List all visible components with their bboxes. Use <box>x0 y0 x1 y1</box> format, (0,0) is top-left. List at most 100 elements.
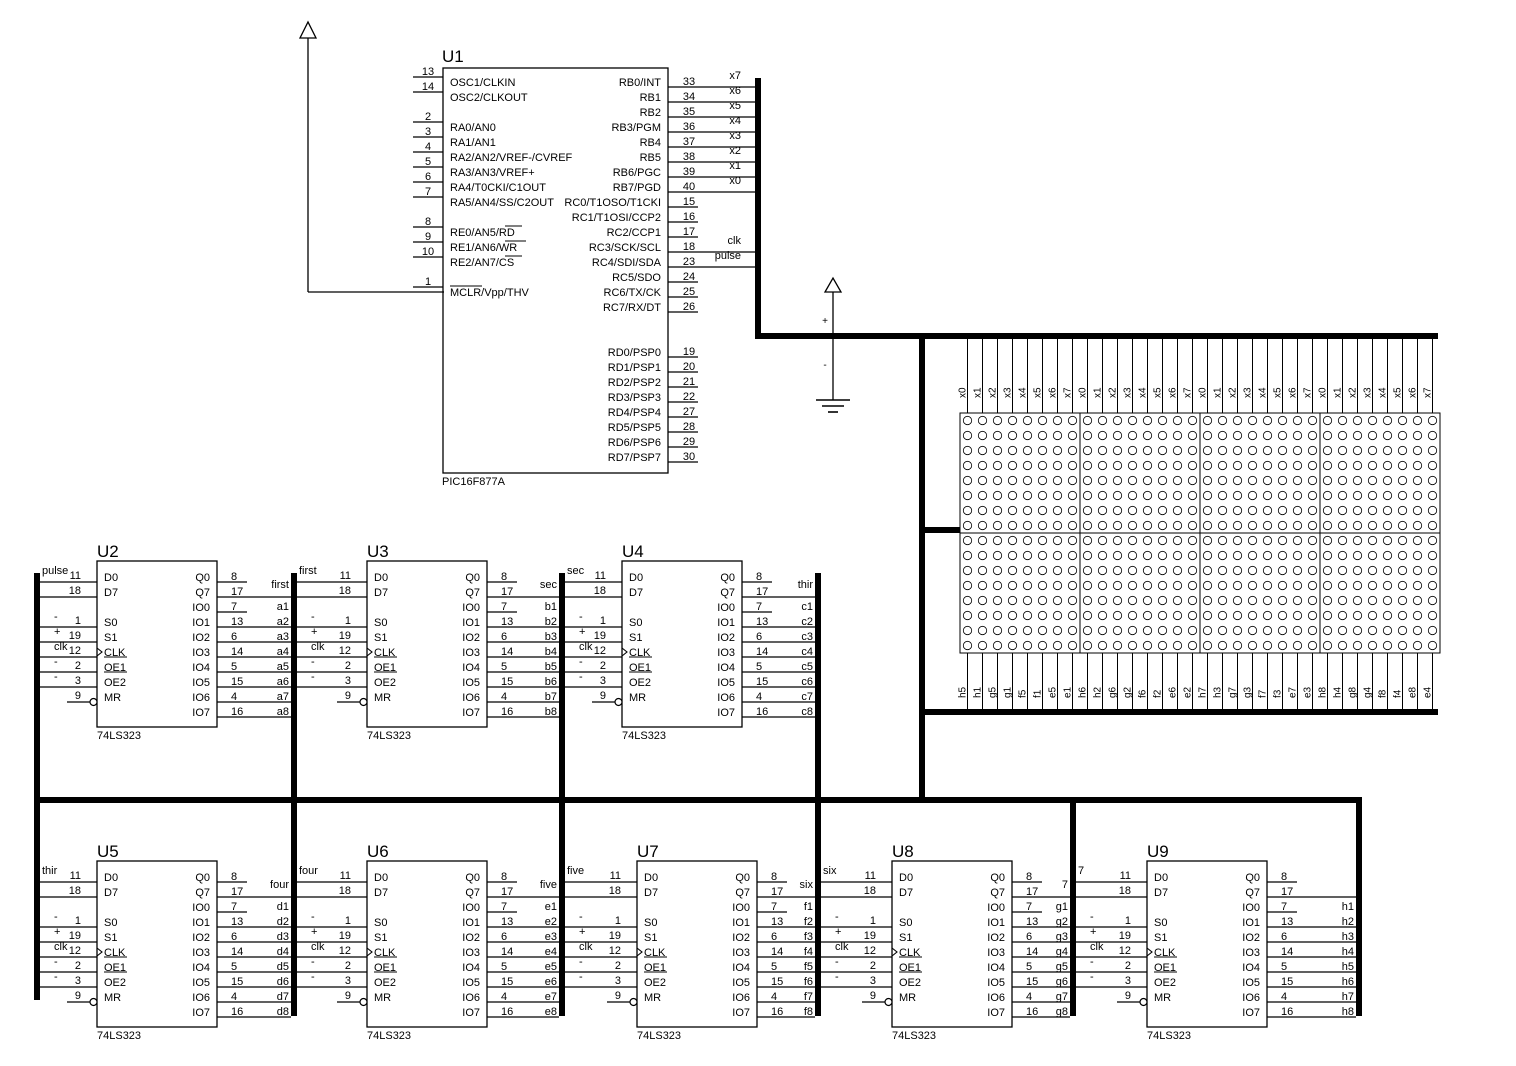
latch-pin-name: IO3 <box>717 647 735 659</box>
led-dot <box>1307 460 1318 471</box>
led-dot <box>1067 610 1078 621</box>
latch-clk-net: clk <box>835 941 849 953</box>
led-dot <box>1202 460 1213 471</box>
u1-net-label: x6 <box>729 85 741 97</box>
latch-pin-number: 7 <box>501 601 507 613</box>
latch-pin-name: IO6 <box>717 692 735 704</box>
led-dot <box>1322 595 1333 606</box>
led-dot <box>1292 460 1303 471</box>
matrix-column-label: x7 <box>1423 387 1434 398</box>
matrix-column-label: x6 <box>1288 387 1299 398</box>
led-dot <box>1367 430 1378 441</box>
matrix-row-label: g6 <box>1108 686 1119 698</box>
led-dot <box>1322 610 1333 621</box>
latch-io-net: a2 <box>277 616 289 628</box>
latch-pin-number: 19 <box>609 930 621 942</box>
latch-pin-name: IO3 <box>192 647 210 659</box>
led-dot <box>1277 595 1288 606</box>
led-dot <box>1007 475 1018 486</box>
latch-pin-number: 9 <box>870 990 876 1002</box>
u1-pin-number: 18 <box>683 241 695 253</box>
led-dot <box>1367 625 1378 636</box>
led-dot <box>1142 520 1153 531</box>
led-dot <box>1082 415 1093 426</box>
matrix-column-label: x3 <box>1123 387 1134 398</box>
led-dot <box>1412 580 1423 591</box>
latch-level: + <box>835 926 841 938</box>
led-dot <box>1427 445 1438 456</box>
led-dot <box>1082 550 1093 561</box>
led-dot <box>1157 595 1168 606</box>
u1-pin-name: RD4/PSP4 <box>608 407 661 419</box>
led-dot <box>1187 490 1198 501</box>
matrix-row-label: h1 <box>973 686 984 698</box>
led-dot <box>1337 640 1348 651</box>
latch-pin-number: 12 <box>1119 945 1131 957</box>
u1-pin-name: RA0/AN0 <box>450 122 496 134</box>
latch-pin-number: 18 <box>864 885 876 897</box>
latch-pin-name: D0 <box>374 572 388 584</box>
u1-pin-number: 23 <box>683 256 695 268</box>
latch-input-net: pulse <box>42 565 68 577</box>
u1-pin-name: RD5/PSP5 <box>608 422 661 434</box>
led-dot <box>1247 460 1258 471</box>
led-dot <box>1382 415 1393 426</box>
led-dot <box>1217 550 1228 561</box>
latch-pin-number: 4 <box>501 691 507 703</box>
latch-ref: U5 <box>97 842 119 861</box>
latch-pin-name: IO0 <box>462 602 480 614</box>
led-dot <box>1112 475 1123 486</box>
led-dot <box>1247 520 1258 531</box>
latch-pin-number: 5 <box>501 661 507 673</box>
led-dot <box>1187 430 1198 441</box>
u1-part: PIC16F877A <box>442 476 506 488</box>
led-dot <box>1022 490 1033 501</box>
led-dot <box>1172 535 1183 546</box>
matrix-column-label: x4 <box>1018 387 1029 398</box>
led-dot <box>1142 430 1153 441</box>
led-dot <box>1052 505 1063 516</box>
led-dot <box>962 550 973 561</box>
mr-bubble-icon <box>359 997 368 1007</box>
led-dot <box>1427 475 1438 486</box>
latch-part: 74LS323 <box>622 730 666 742</box>
latch-pin-number: 7 <box>231 901 237 913</box>
latch-pin-name: IO3 <box>462 647 480 659</box>
led-dot <box>1262 565 1273 576</box>
latch-pin-name: IO4 <box>732 962 750 974</box>
latch-io-net: a8 <box>277 706 289 718</box>
led-dot <box>1337 565 1348 576</box>
led-dot <box>1352 595 1363 606</box>
led-dot <box>992 625 1003 636</box>
led-dot <box>1367 475 1378 486</box>
led-dot <box>992 610 1003 621</box>
led-dot <box>1307 415 1318 426</box>
led-dot <box>1412 520 1423 531</box>
led-dot <box>1202 640 1213 651</box>
latch-level: - <box>54 611 58 623</box>
led-dot <box>977 520 988 531</box>
led-dot <box>1142 505 1153 516</box>
led-dot <box>962 520 973 531</box>
led-dot <box>1112 505 1123 516</box>
latch-pin-number: 1 <box>75 615 81 627</box>
latch-pin-name: IO0 <box>462 902 480 914</box>
latch-io-net: c5 <box>801 661 813 673</box>
latch-pin-name: IO4 <box>987 962 1005 974</box>
latch-pin-name: OE2 <box>1154 977 1176 989</box>
mr-bubble-icon <box>1139 997 1148 1007</box>
led-dot <box>1157 535 1168 546</box>
led-dot <box>1097 580 1108 591</box>
led-dot <box>1337 520 1348 531</box>
matrix-row-label: g1 <box>1003 686 1014 698</box>
matrix-row-label: h5 <box>958 686 969 698</box>
led-dot <box>1397 430 1408 441</box>
led-dot <box>1187 520 1198 531</box>
led-dot <box>1277 490 1288 501</box>
latch-pin-name: D0 <box>104 872 118 884</box>
latch-body <box>366 860 488 1028</box>
latch-pin-name: S0 <box>1154 917 1167 929</box>
latch-pin-number: 19 <box>339 630 351 642</box>
latch-input-net: thir <box>42 865 58 877</box>
